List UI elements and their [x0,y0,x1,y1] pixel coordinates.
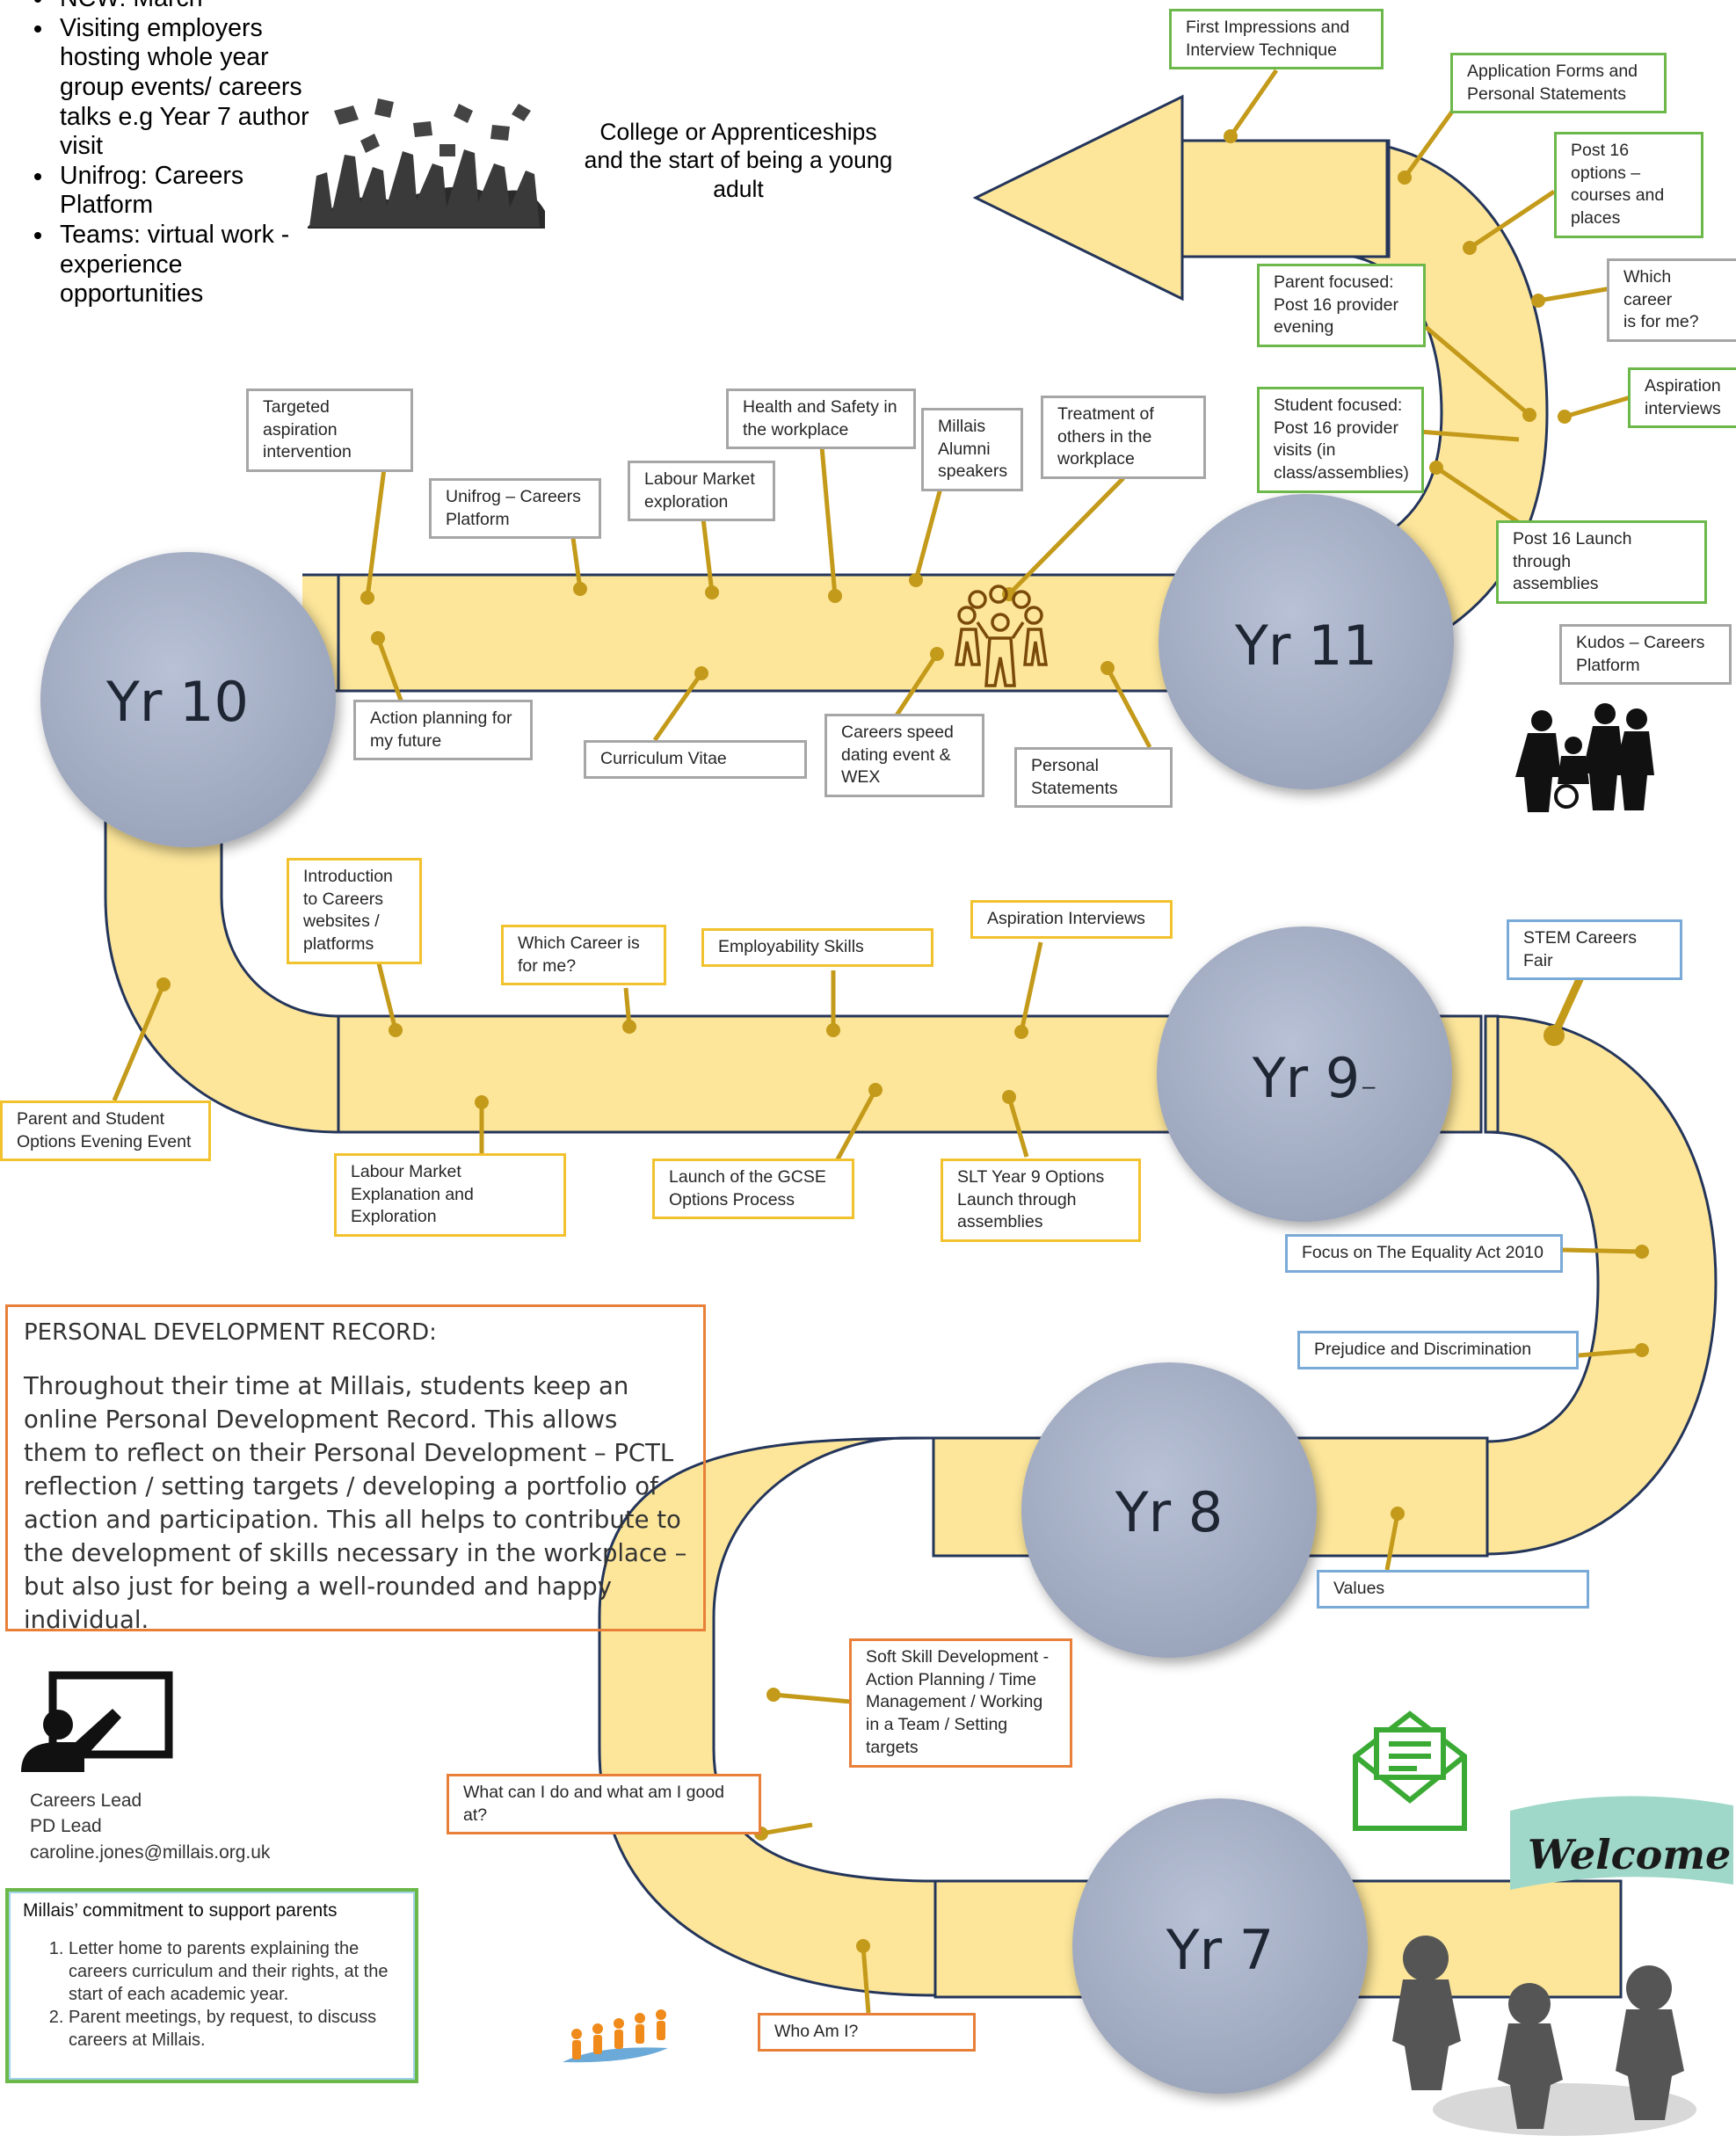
label-post16-options: Post 16 options – courses and places [1554,132,1703,238]
label-post16-launch: Post 16 Launch through assemblies [1496,520,1707,605]
walking-people-icon [1392,1936,1696,2136]
yr10-bar [337,573,1219,693]
top-arrow-body [1180,139,1391,258]
label-kudos: Kudos – Careers Platform [1559,624,1732,686]
label-gcse-launch: Launch of the GCSE Options Process [652,1159,854,1220]
label-prejudice: Prejudice and Discrimination [1297,1331,1579,1369]
yr10-label: Yr 10 [106,670,249,734]
label-health-safety: Health and Safety in the workplace [726,389,916,450]
label-which-career-yr9: Which Career is for me? [501,925,666,986]
contact-role-careers: Careers Lead [30,1790,142,1811]
label-soft-skill: Soft Skill Development - Action Planning… [849,1638,1072,1768]
intro-bullet-list: NCW: March Visiting employers hosting wh… [26,0,318,309]
graduation-caps-icon [308,98,545,229]
contact-email[interactable]: caroline.jones@millais.org.uk [30,1841,271,1863]
silhouettes-icon [1515,703,1654,812]
commitment-list: Letter home to parents explaining the ca… [23,1937,401,2052]
teacher-board-icon [21,1671,173,1772]
label-aspiration-interviews-yr11: Aspiration interviews [1628,367,1736,429]
label-slt-launch: SLT Year 9 Options Launch through assemb… [941,1159,1141,1243]
top-arrow-head [972,94,1184,301]
pdr-title: PERSONAL DEVELOPMENT RECORD: [24,1319,437,1346]
label-personal-statements: Personal Statements [1014,747,1173,809]
label-action-planning: Action planning for my future [353,700,533,761]
label-equality-act: Focus on The Equality Act 2010 [1285,1234,1563,1273]
label-options-evening: Parent and Student Options Evening Event [0,1100,211,1162]
team-figures-icon [563,2009,668,2063]
personal-development-record: PERSONAL DEVELOPMENT RECORD: Throughout … [5,1304,706,1634]
yr11-circle [1159,494,1454,789]
label-application-forms: Application Forms and Personal Statement… [1450,53,1667,114]
intro-bullet: Unifrog: Careers Platform [54,162,318,221]
label-stem-fair: STEM Careers Fair [1507,919,1682,981]
label-aspiration-interviews-yr9: Aspiration Interviews [970,900,1173,939]
label-first-impressions: First Impressions and Interview Techniqu… [1169,9,1384,70]
yr9-yr8-bend [1484,1014,1718,1556]
commitment-title: Millais’ commitment to support parents [23,1900,338,1921]
commitment-item: Parent meetings, by request, to discuss … [69,2006,401,2052]
svg-text:Welcome: Welcome [1528,1831,1731,1878]
future-headline: College or Apprenticeships and the start… [584,119,893,202]
label-intro-careers: Introduction to Careers websites / platf… [287,858,422,964]
label-parent-focused: Parent focused: Post 16 provider evening [1257,264,1426,348]
commitment-item: Letter home to parents explaining the ca… [69,1937,401,2006]
label-values: Values [1317,1570,1589,1609]
people-group-icon [954,585,1049,687]
yr7-circle [1072,1798,1368,2094]
intro-bullet: Teams: virtual work -experience opportun… [54,221,318,309]
parent-commitment-box: Millais’ commitment to support parents L… [5,1888,418,2083]
yr7-label: Yr 7 [1166,1918,1275,1982]
intro-bullet: Visiting employers hosting whole year gr… [54,14,318,162]
contact-role-pd: PD Lead [30,1816,102,1837]
yr11-label: Yr 11 [1235,614,1377,678]
label-cv: Curriculum Vitae [584,740,807,779]
yr10-yr9-bend [104,754,340,1134]
label-employability: Employability Skills [701,928,933,967]
label-targeted-aspiration: Targeted aspiration intervention [246,389,413,473]
label-student-focused: Student focused: Post 16 provider visits… [1257,387,1424,493]
label-labour-market-yr9: Labour Market Explanation and Exploratio… [334,1153,566,1238]
contact-block: Careers Lead PD Lead caroline.jones@mill… [30,1788,270,1865]
yr8-circle [1021,1362,1317,1658]
pdr-body: Throughout their time at Millais, studen… [24,1372,687,1634]
label-who-am-i: Who Am I? [758,2013,976,2052]
label-alumni: Millais Alumni speakers [921,408,1023,492]
mail-icon [1353,1711,1467,1831]
label-treatment-others: Treatment of others in the workplace [1041,396,1206,480]
yr9-circle [1157,926,1452,1222]
yr8-label: Yr 8 [1115,1480,1224,1544]
welcome-sign-icon: Welcome [1510,1796,1733,1890]
label-which-career-yr11: Which career is for me? [1607,258,1736,343]
yr9-dash: – [1362,1072,1376,1099]
label-labour-market-yr10: Labour Market exploration [628,461,775,522]
label-speed-dating: Careers speed dating event & WEX [824,714,984,798]
yr10-circle [40,552,336,847]
intro-bullet: NCW: March [54,0,318,14]
yr9-label: Yr 9 [1252,1046,1361,1110]
yr9-bar-end [1484,1014,1500,1134]
label-unifrog: Unifrog – Careers Platform [429,478,601,540]
yr8-yr7-bend [598,1436,937,1997]
label-what-can-i-do: What can I do and what am I good at? [447,1774,761,1835]
